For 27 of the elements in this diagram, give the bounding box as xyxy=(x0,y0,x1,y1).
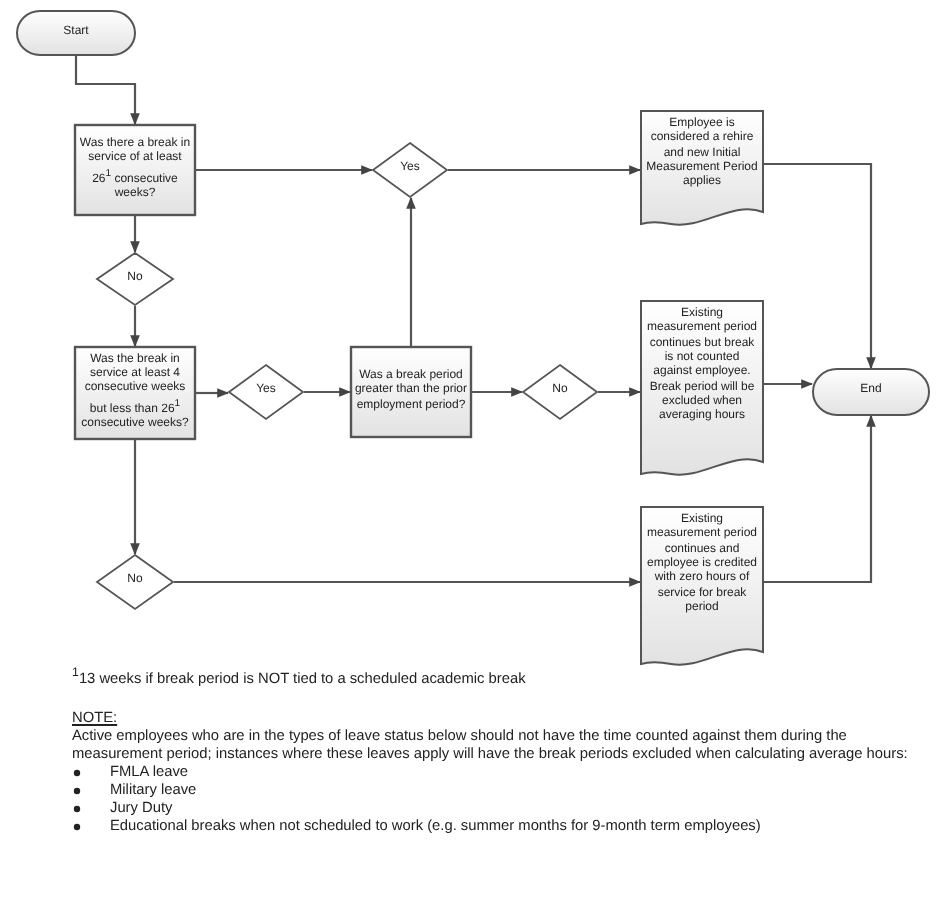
decision-box xyxy=(350,346,472,438)
arrow xyxy=(406,196,416,346)
decision-diamond xyxy=(228,364,304,420)
arrow xyxy=(764,414,876,584)
arrow xyxy=(304,387,352,397)
document-shape xyxy=(640,300,764,476)
arrow xyxy=(130,306,140,348)
decision-diamond xyxy=(372,142,448,198)
arrow xyxy=(130,216,140,254)
terminal-shape xyxy=(16,10,136,56)
arrow xyxy=(764,379,814,389)
arrow xyxy=(174,577,642,587)
arrow xyxy=(448,165,642,175)
document-shape xyxy=(640,110,764,226)
arrow xyxy=(196,165,374,175)
decision-diamond xyxy=(96,554,174,610)
terminal-shape xyxy=(812,368,930,416)
document-shape xyxy=(640,506,764,666)
decision-box xyxy=(74,124,196,216)
decision-diamond xyxy=(522,364,598,420)
arrow xyxy=(472,387,524,397)
arrow xyxy=(74,56,140,126)
decision-diamond xyxy=(96,252,174,306)
arrow xyxy=(196,388,230,398)
arrow xyxy=(598,387,642,397)
arrow xyxy=(130,440,140,556)
arrow xyxy=(764,162,876,370)
